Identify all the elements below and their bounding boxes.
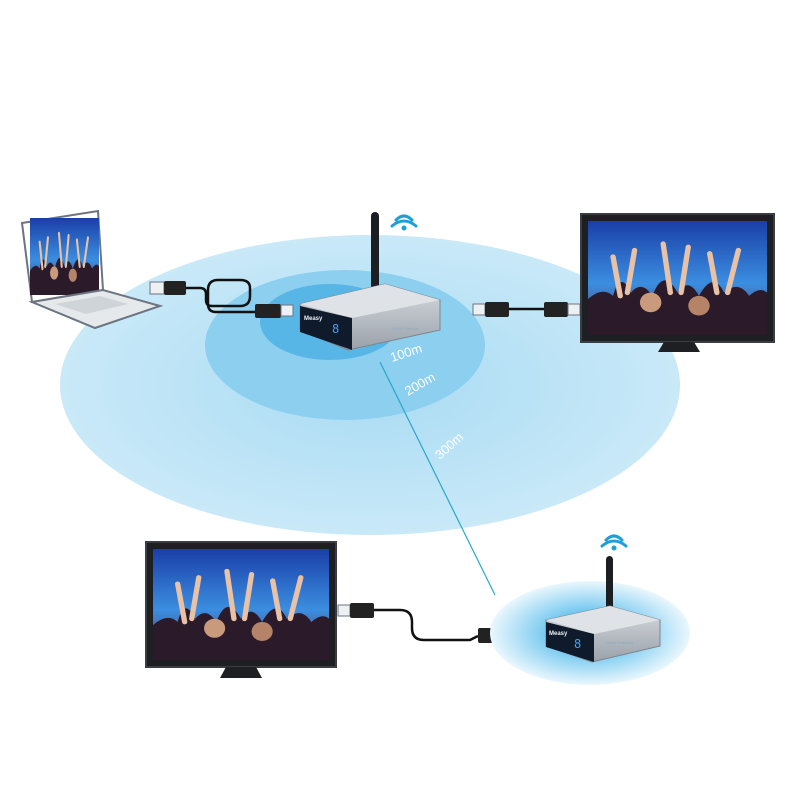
receiver-display-digit: 8 (574, 637, 581, 651)
usb-plug-icon (338, 605, 350, 616)
laptop-icon (22, 211, 160, 328)
monitor-icon (581, 214, 774, 352)
transmitter-display-digit: 8 (332, 322, 339, 336)
receiver-brand: Measy (549, 631, 568, 637)
transmitter-brand: Measy (304, 316, 323, 322)
receiver-model: HDMI Extender (606, 640, 634, 645)
monitor-icon (146, 542, 336, 678)
wifi-icon (602, 536, 626, 551)
transmitter-model: HDMI Extender (392, 326, 420, 331)
usb-plug-icon (568, 304, 580, 315)
usb-plug-icon (150, 282, 164, 294)
antenna-icon (371, 212, 379, 292)
receiver-usb-cable (338, 603, 511, 643)
usb-plug-icon (473, 304, 485, 315)
wifi-icon (388, 216, 420, 232)
usb-plug-icon (281, 305, 293, 316)
